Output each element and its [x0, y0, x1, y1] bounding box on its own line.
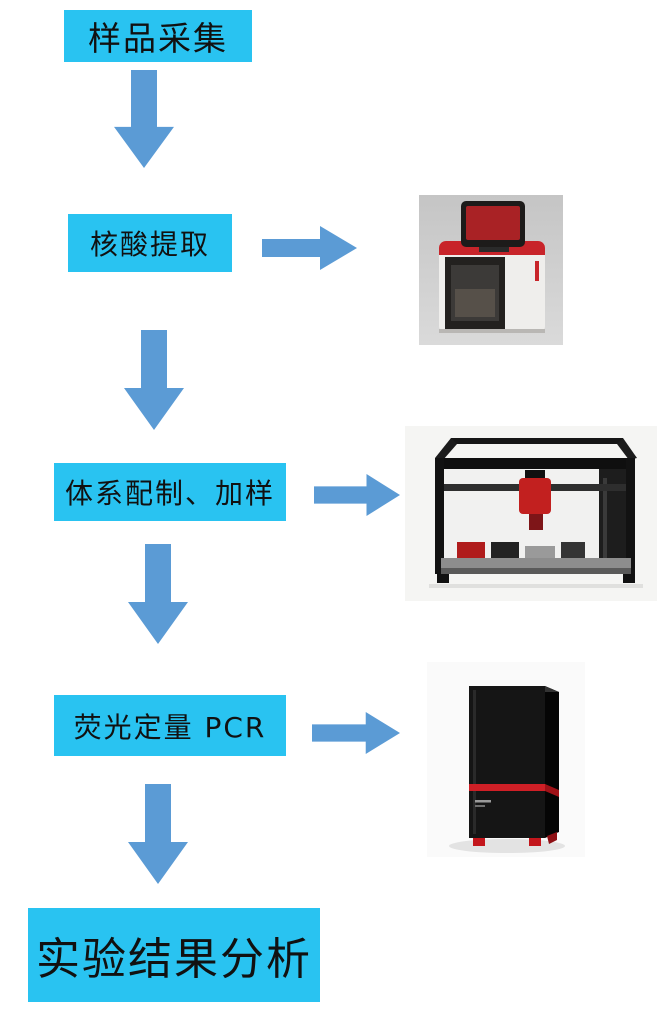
- right-arrow-icon: [312, 712, 400, 754]
- step-box-system-prep-and-loading: 体系配制、加样: [54, 463, 286, 521]
- step-box-nucleic-acid-extraction: 核酸提取: [68, 214, 232, 272]
- down-arrow-icon: [114, 70, 174, 168]
- step-box-result-analysis: 实验结果分析: [28, 908, 320, 1002]
- down-arrow-icon: [124, 330, 184, 430]
- qpcr-instrument-photo: [427, 662, 585, 857]
- nucleic-acid-extractor-photo: [419, 195, 563, 345]
- down-arrow-icon: [128, 784, 188, 884]
- right-arrow-icon: [314, 474, 400, 516]
- step-box-fluorescence-qpcr: 荧光定量 PCR: [54, 695, 286, 756]
- step-label-nucleic-acid-extraction: 核酸提取: [89, 228, 210, 261]
- down-arrow-icon: [128, 544, 188, 644]
- step-label-result-analysis: 实验结果分析: [36, 934, 312, 985]
- step-label-sample-collection: 样品采集: [88, 19, 228, 58]
- liquid-handling-workstation-photo: [405, 426, 657, 601]
- step-label-fluorescence-qpcr: 荧光定量 PCR: [73, 710, 267, 744]
- step-label-system-prep-and-loading: 体系配制、加样: [64, 477, 275, 510]
- right-arrow-icon: [262, 226, 357, 270]
- step-box-sample-collection: 样品采集: [64, 10, 252, 62]
